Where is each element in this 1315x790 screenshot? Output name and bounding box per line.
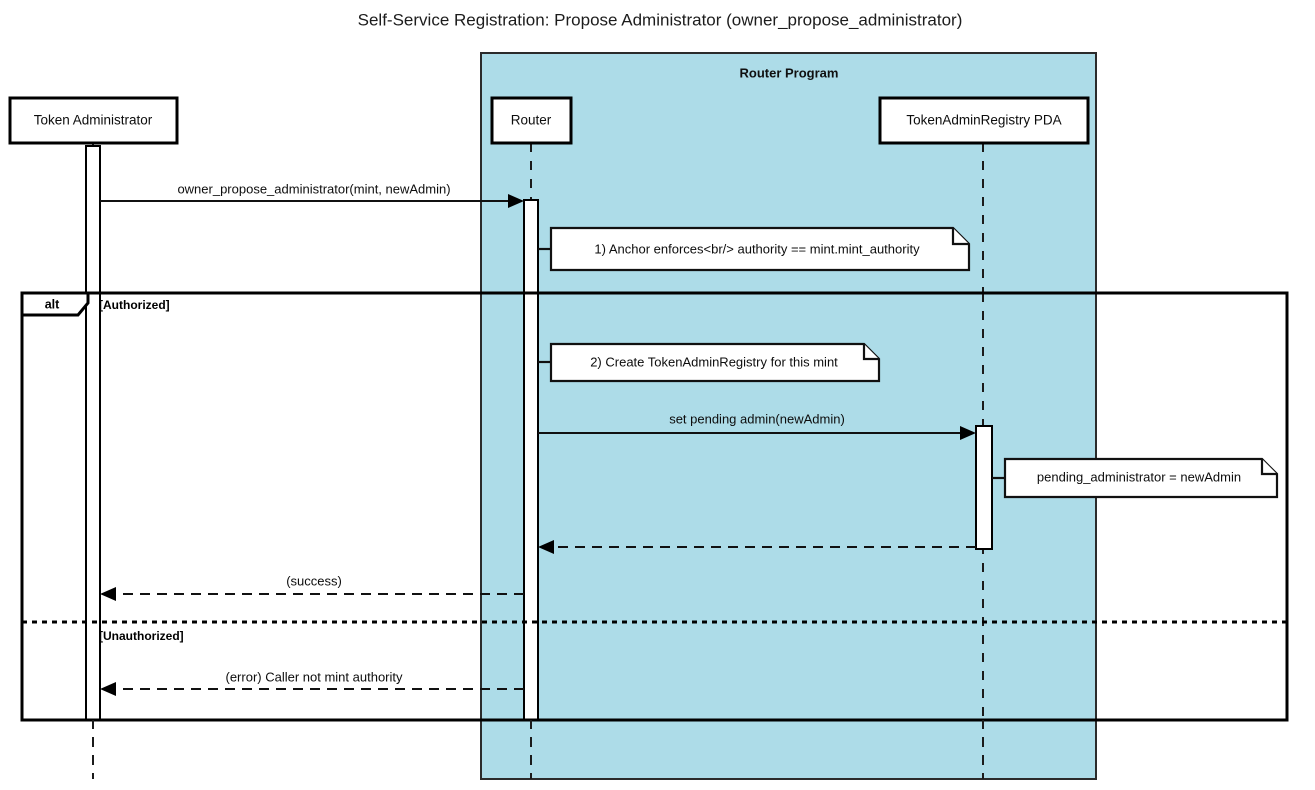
participant-label-token-admin-registry-pda: TokenAdminRegistry PDA [906, 113, 1061, 128]
arrowhead-msg-success [100, 587, 116, 601]
note-text-note-create-registry: 2) Create TokenAdminRegistry for this mi… [590, 354, 838, 369]
alt-fragment-border [20, 291, 1289, 722]
participant-box-token-admin-registry-pda[interactable] [878, 96, 1090, 145]
alt-fragment-guard-unauthorized: [Unauthorized] [99, 629, 184, 643]
participant-box-router[interactable] [490, 96, 573, 145]
note-box-note-anchor-enforces [549, 226, 971, 272]
note-text-note-pending-administrator: pending_administrator = newAdmin [1037, 469, 1241, 484]
note-text-note-anchor-enforces: 1) Anchor enforces<br/> authority == min… [594, 241, 920, 256]
message-label-msg-error: (error) Caller not mint authority [226, 669, 403, 684]
message-label-msg-set-pending-admin: set pending admin(newAdmin) [669, 411, 845, 426]
note-fold-note-anchor-enforces [951, 228, 969, 246]
participant-box-token-administrator[interactable] [8, 96, 179, 145]
alt-fragment-operator-label: alt [45, 297, 60, 311]
message-label-msg-propose: owner_propose_administrator(mint, newAdm… [177, 181, 450, 196]
message-label-msg-success: (success) [286, 573, 342, 588]
note-box-note-create-registry [549, 342, 881, 383]
page-title: Self-Service Registration: Propose Admin… [358, 10, 963, 29]
note-fold-note-pending-administrator [1260, 459, 1277, 476]
band-strip-left-of-router [481, 293, 524, 720]
arrowhead-msg-propose [508, 194, 524, 208]
arrowhead-msg-error [100, 682, 116, 696]
note-box-note-pending-administrator [1003, 457, 1279, 499]
alt-fragment-operator-tab [20, 291, 90, 317]
participant-label-token-administrator: Token Administrator [34, 113, 153, 128]
alt-fragment-guard-authorized: [Authorized] [99, 298, 170, 312]
participant-label-router: Router [511, 113, 552, 128]
activation-token-admin-registry-pda [975, 425, 993, 550]
arrowhead-msg-set-pending-admin [960, 426, 976, 440]
router-program-band-label: Router Program [740, 65, 839, 80]
note-fold-note-create-registry [862, 344, 879, 361]
arrowhead-msg-registry-return [538, 540, 554, 554]
